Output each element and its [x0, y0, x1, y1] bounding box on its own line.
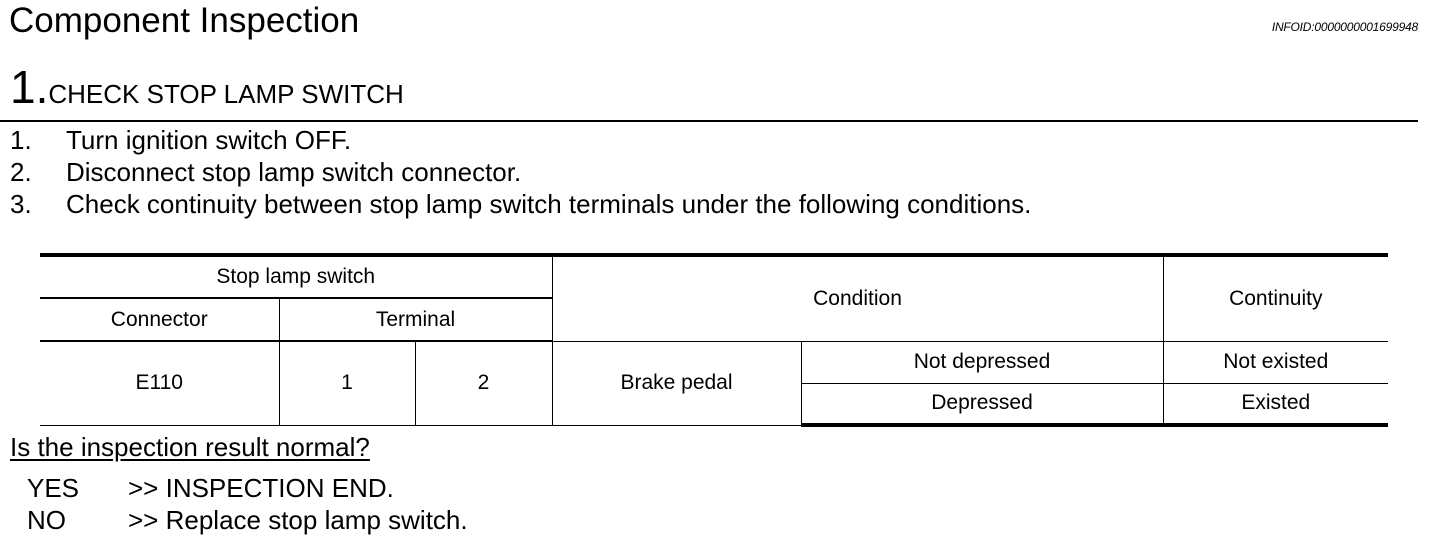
- table-header-row: Stop lamp switch Condition Continuity: [40, 253, 1389, 342]
- inspection-question: Is the inspection result normal?: [10, 432, 370, 462]
- answer-no-action: >> Replace stop lamp switch.: [128, 505, 468, 535]
- step-number: 1.: [10, 61, 49, 113]
- instruction-number: 2.: [10, 157, 32, 187]
- header-continuity: Continuity: [1162, 253, 1389, 342]
- continuity-table: Stop lamp switch Condition Continuity Co…: [40, 253, 1389, 427]
- cell-terminal-a: 1: [278, 340, 416, 426]
- cell-condition-state: Not depressed: [800, 340, 1164, 384]
- table-row: E110 1 2 Brake pedal Not depressed Not e…: [40, 340, 1389, 426]
- step-title: CHECK STOP LAMP SWITCH: [48, 79, 404, 109]
- header-connector: Connector: [40, 297, 280, 342]
- answer-yes-key: YES: [27, 473, 80, 503]
- instruction-text: Check continuity between stop lamp switc…: [66, 189, 1032, 219]
- heading-divider: [0, 120, 1418, 122]
- cell-condition-item: Brake pedal: [551, 340, 802, 426]
- table-row: Depressed Existed: [40, 382, 1389, 427]
- table-header-row: Connector Terminal: [40, 297, 1388, 342]
- cell-continuity: Existed: [1162, 382, 1389, 427]
- cell-terminal-b: 2: [414, 340, 553, 426]
- instruction-text: Turn ignition switch OFF.: [66, 125, 352, 155]
- instruction-number: 3.: [10, 189, 32, 219]
- page-title: Component Inspection: [9, 1, 360, 40]
- step-heading: 1.CHECK STOP LAMP SWITCH: [10, 62, 404, 124]
- info-id: INFOID:0000000001699948: [1271, 20, 1418, 34]
- answer-no-key: NO: [27, 505, 66, 535]
- header-terminal: Terminal: [278, 297, 553, 342]
- instruction-number: 1.: [10, 125, 32, 155]
- cell-continuity: Not existed: [1162, 340, 1389, 384]
- answer-yes-action: >> INSPECTION END.: [128, 473, 394, 503]
- header-condition: Condition: [551, 253, 1164, 342]
- cell-condition-state: Depressed: [800, 382, 1164, 427]
- cell-connector: E110: [40, 340, 280, 426]
- instruction-text: Disconnect stop lamp switch connector.: [66, 157, 522, 187]
- header-stop-lamp-switch: Stop lamp switch: [40, 253, 553, 299]
